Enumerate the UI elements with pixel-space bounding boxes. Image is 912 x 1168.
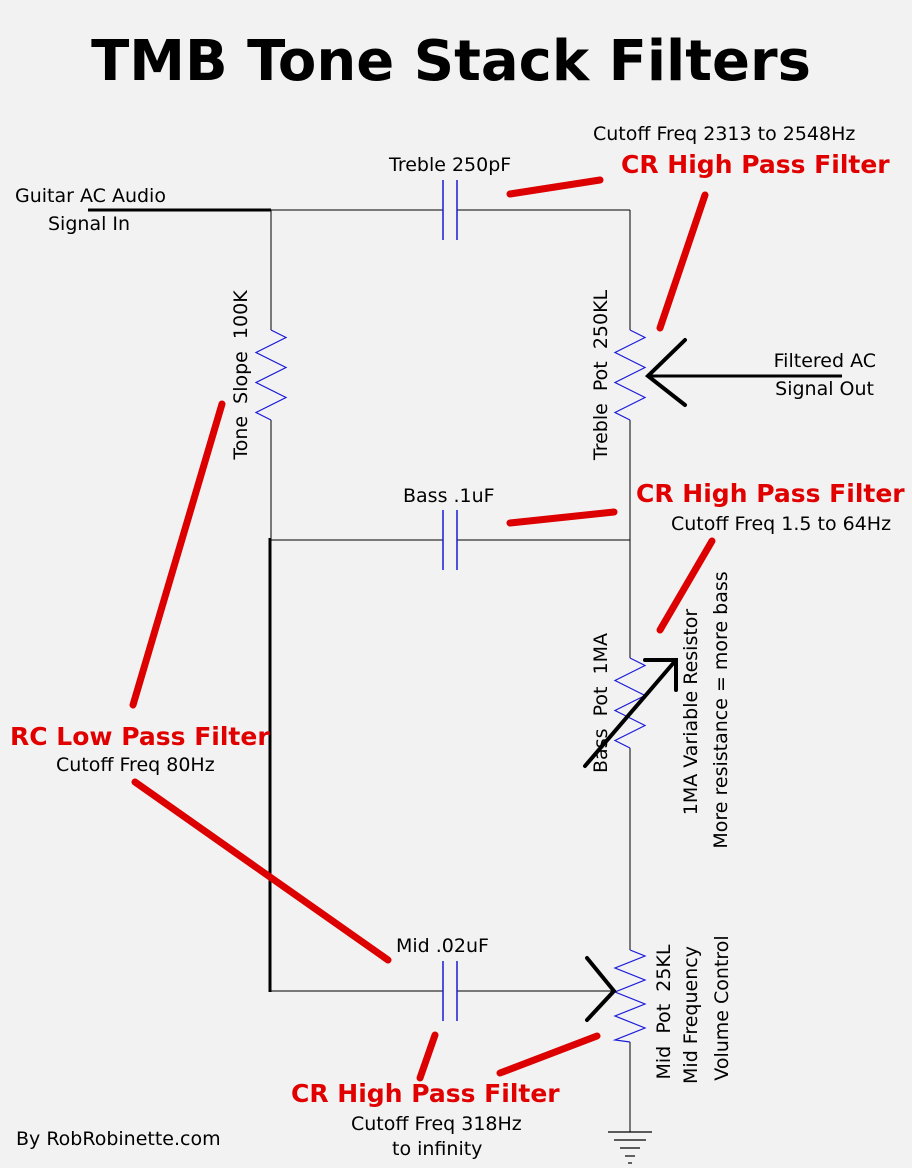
mid-frequency-note: Mid Frequency [680, 946, 702, 1084]
treble-cap-label: Treble 250pF [388, 154, 511, 176]
variable-resistor-note: 1MA Variable Resistor [680, 609, 702, 816]
bass-cutoff-label: Cutoff Freq 1.5 to 64Hz [671, 513, 891, 535]
treble-pot-pointer [656, 191, 709, 332]
mid-capacitor [442, 961, 458, 1021]
page-title: TMB Tone Stack Filters [91, 29, 811, 94]
filter-pointers [129, 176, 716, 1082]
low-pass-pointer [131, 778, 392, 964]
mid-cap-pointer [416, 1031, 439, 1082]
treble-pot-wiper-arrow [644, 338, 687, 407]
mid-cutoff-label: Cutoff Freq 318Hz [351, 1113, 522, 1135]
treble-filter-label: CR High Pass Filter [621, 150, 890, 179]
ground-icon [608, 1131, 652, 1164]
mid-pot-wiper-arrow [585, 956, 617, 1022]
circuit-wires [88, 208, 842, 1132]
tone-slope-label: Tone Slope 100K [230, 290, 252, 461]
bass-pot-pointer [656, 537, 716, 634]
mid-pot-resistor [612, 949, 647, 1043]
mid-cap-label: Mid .02uF [396, 935, 489, 957]
input-label-line2: Signal In [48, 213, 130, 235]
low-pass-cutoff-label: Cutoff Freq 80Hz [56, 754, 215, 776]
mid-pot-label: Mid Pot 25KL [653, 944, 675, 1079]
treble-capacitor [442, 180, 458, 240]
treble-cutoff-label: Cutoff Freq 2313 to 2548Hz [593, 123, 855, 145]
bass-cap-pointer [506, 508, 618, 527]
mid-pot-pointer [496, 1032, 601, 1077]
output-label-line1: Filtered AC [774, 350, 876, 372]
volume-control-note: Volume Control [711, 935, 733, 1080]
mid-filter-label: CR High Pass Filter [291, 1079, 560, 1108]
bass-filter-label: CR High Pass Filter [636, 479, 905, 508]
tone-slope-pointer [129, 400, 226, 709]
bass-pot-label: Bass Pot 1MA [590, 633, 612, 773]
credit-label: By RobRobinette.com [16, 1128, 221, 1150]
bass-capacitor [442, 510, 458, 570]
input-label-line1: Guitar AC Audio [15, 185, 166, 207]
treble-pot-resistor [613, 329, 647, 421]
more-bass-note: More resistance = more bass [710, 571, 732, 848]
treble-cap-pointer [506, 176, 604, 198]
output-label-line2: Signal Out [775, 378, 874, 400]
bass-pot-resistor [613, 657, 647, 749]
variable-resistor-arrow [583, 658, 678, 768]
low-pass-filter-label: RC Low Pass Filter [10, 722, 270, 751]
tone-slope-resistor [254, 329, 288, 421]
bass-cap-label: Bass .1uF [403, 485, 495, 507]
treble-pot-label: Treble Pot 250KL [590, 289, 612, 461]
mid-cutoff-label-line2: to infinity [392, 1138, 482, 1160]
